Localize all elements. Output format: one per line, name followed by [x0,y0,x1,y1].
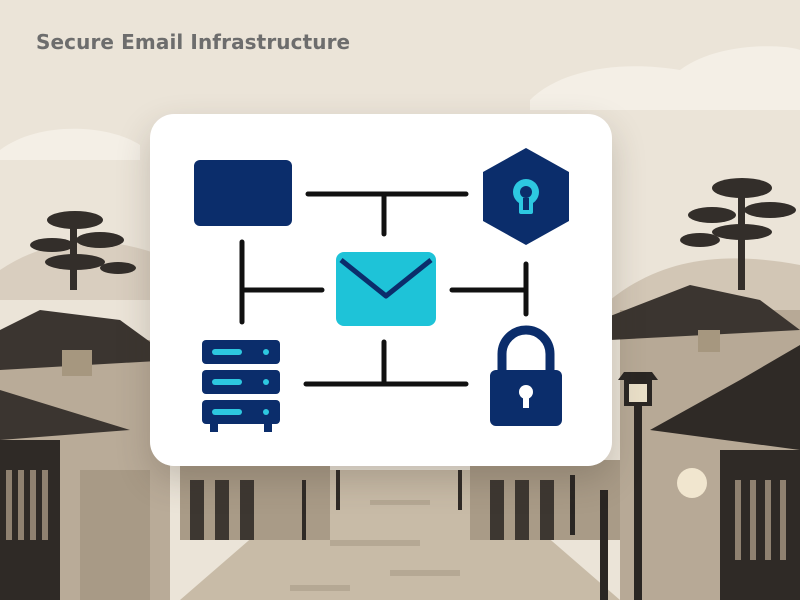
hills [0,241,160,300]
padlock-icon [490,325,562,426]
client-window-icon [194,160,292,226]
street-lamp [618,372,658,600]
building-left [0,310,175,600]
street-stones [290,500,460,591]
envelope-icon [336,252,436,326]
connectors [239,191,529,387]
network-diagram [194,148,569,432]
shield-keyhole-icon [483,148,569,245]
posts [570,475,608,600]
mid-buildings [180,460,620,540]
street [180,470,620,600]
pine-tree-left [30,211,136,290]
building-right [600,285,800,600]
clouds [0,46,800,160]
diagram-card [150,114,612,466]
pine-tree-right [680,178,796,290]
page-title: Secure Email Infrastructure [36,30,351,54]
server-rack-icon [202,340,280,432]
